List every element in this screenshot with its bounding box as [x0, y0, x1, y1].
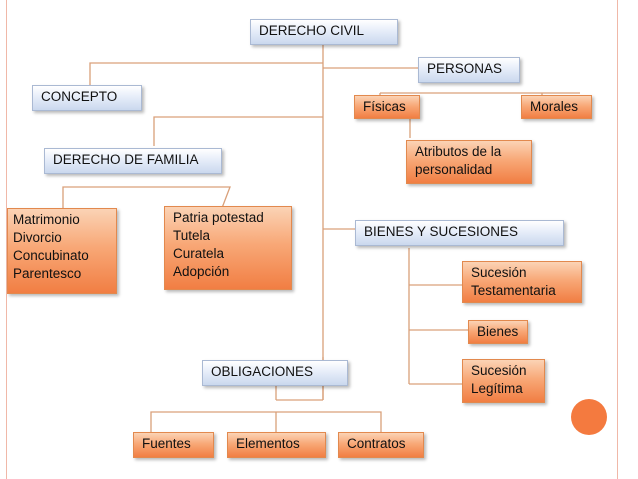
node-obligaciones: OBLIGACIONES	[202, 360, 348, 386]
node-fisicas: Físicas	[354, 95, 420, 119]
node-fuentes: Fuentes	[133, 432, 214, 458]
node-elementos: Elementos	[227, 432, 326, 458]
node-familia-lista-patria-potestad: Patria potestad Tutela Curatela Adopción	[164, 206, 292, 290]
node-bienes-y-sucesiones: BIENES Y SUCESIONES	[355, 220, 564, 246]
node-derecho-civil: DERECHO CIVIL	[250, 19, 398, 45]
frame-line-left	[6, 0, 7, 479]
decorative-circle	[571, 399, 607, 435]
node-bienes: Bienes	[468, 320, 528, 344]
node-familia-lista-matrimonio: Matrimonio Divorcio Concubinato Parentes…	[7, 208, 117, 294]
node-contratos: Contratos	[338, 432, 424, 458]
node-atributos-personalidad: Atributos de la personalidad	[406, 140, 532, 184]
node-derecho-de-familia: DERECHO DE FAMILIA	[44, 148, 222, 174]
node-sucesion-legitima: Sucesión Legítima	[462, 359, 545, 403]
frame-line-right	[617, 0, 618, 479]
node-sucesion-testamentaria: Sucesión Testamentaria	[462, 261, 582, 303]
node-concepto: CONCEPTO	[32, 85, 142, 111]
node-personas: PERSONAS	[418, 57, 520, 83]
node-morales: Morales	[521, 95, 592, 119]
